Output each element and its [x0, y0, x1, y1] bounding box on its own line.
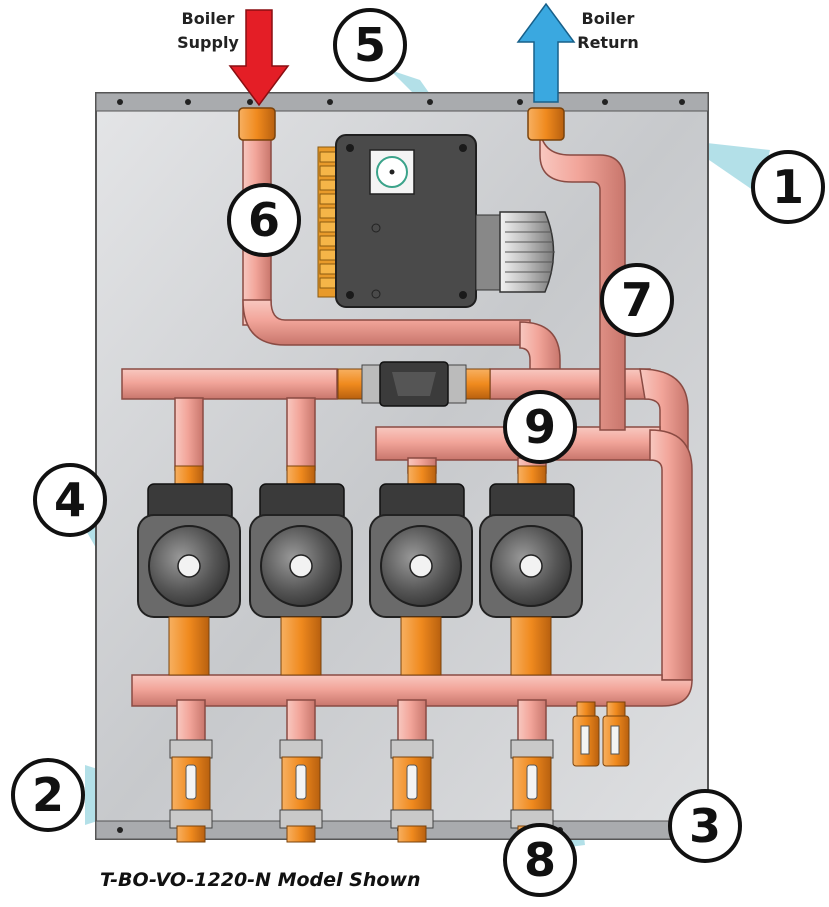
svg-text:2: 2 [32, 768, 64, 822]
callout-3: 3 [668, 789, 742, 863]
model-caption: T-BO-VO-1220-N Model Shown [100, 869, 421, 891]
callout-1: 1 [751, 150, 825, 224]
return-label-line2: Return [577, 33, 639, 52]
supply-label-line2: Supply [177, 33, 239, 52]
temperature-gauge [369, 149, 415, 195]
svg-text:8: 8 [524, 833, 556, 887]
callouts: 1 2 3 4 5 6 7 8 [11, 8, 825, 897]
callout-8: 8 [503, 823, 577, 897]
svg-text:4: 4 [54, 473, 86, 527]
return-label-line1: Boiler [582, 9, 635, 28]
actuator-motor [475, 211, 555, 293]
callout-2: 2 [11, 758, 85, 832]
pump-2 [249, 465, 353, 676]
mixing-valve [337, 361, 491, 407]
svg-text:7: 7 [621, 273, 653, 327]
callout-7: 7 [600, 263, 674, 337]
pump-1 [137, 465, 241, 676]
pump-3 [369, 465, 473, 676]
valve-3 [390, 739, 434, 843]
circulator-pumps [137, 465, 583, 676]
callout-5: 5 [333, 8, 407, 82]
supply-arrow [228, 9, 290, 107]
svg-text:3: 3 [689, 799, 721, 853]
svg-text:5: 5 [354, 18, 386, 72]
svg-text:9: 9 [524, 400, 556, 454]
supply-label-line1: Boiler [182, 9, 235, 28]
return-arrow [516, 2, 576, 103]
pump-4 [479, 465, 583, 676]
boiler-connections [238, 107, 565, 141]
valve-1 [169, 739, 213, 843]
callout-6: 6 [227, 183, 301, 257]
valve-2 [279, 739, 323, 843]
callout-9: 9 [503, 390, 577, 464]
callout-4: 4 [33, 463, 107, 537]
svg-text:6: 6 [248, 193, 280, 247]
drain-valves [572, 701, 630, 767]
svg-text:1: 1 [772, 160, 804, 214]
